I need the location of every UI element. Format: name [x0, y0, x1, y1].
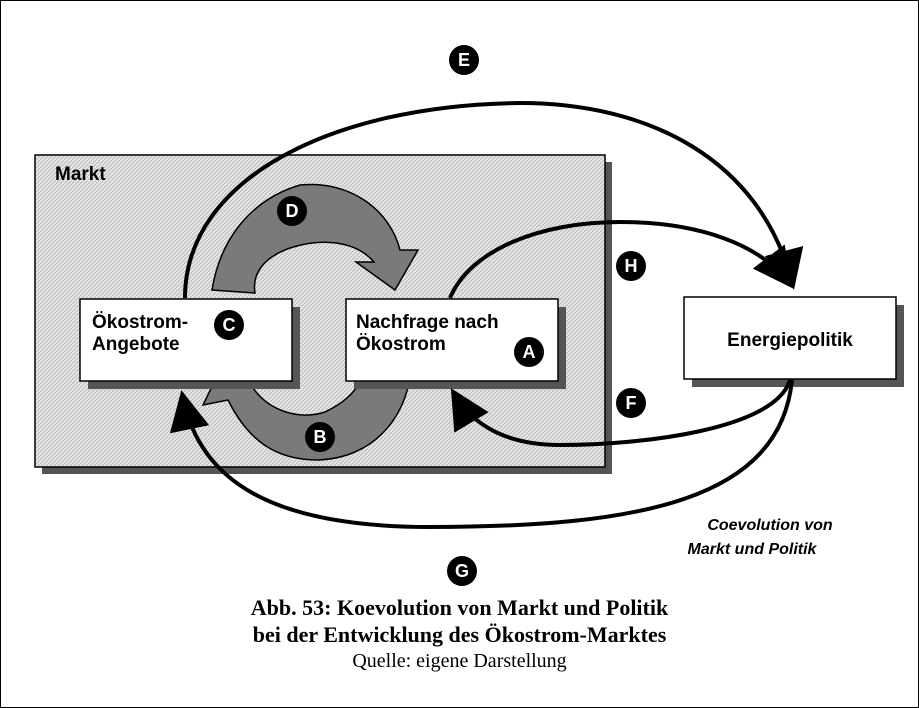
badge-f: F: [616, 388, 646, 418]
figure-caption: Abb. 53: Koevolution von Markt und Polit…: [0, 594, 919, 674]
badge-h: H: [616, 251, 646, 281]
badge-c: C: [214, 310, 244, 340]
svg-text:H: H: [625, 256, 638, 276]
policy-box: Energiepolitik: [683, 296, 904, 387]
caption-title-line1: Abb. 53: Koevolution von Markt und Polit…: [250, 595, 669, 620]
coevolution-note-line1: Coevolution von: [707, 517, 833, 534]
arrow-f: [450, 379, 792, 448]
caption-source: Quelle: eigene Darstellung: [352, 650, 567, 672]
svg-text:A: A: [523, 342, 536, 362]
svg-text:D: D: [286, 201, 299, 221]
cycle-arrow-top: [211, 183, 420, 294]
arrow-h: [448, 219, 793, 299]
badge-a: A: [514, 337, 544, 367]
badge-d: D: [277, 196, 307, 226]
svg-text:B: B: [314, 427, 327, 447]
demand-label-line2: Ökostrom: [356, 334, 446, 355]
market-label: Markt: [55, 164, 106, 185]
supply-label-line1: Ökostrom-: [92, 312, 188, 333]
svg-text:C: C: [223, 315, 236, 335]
caption-title-line2: bei der Entwicklung des Ökostrom-Marktes: [252, 622, 667, 647]
arrow-e: [183, 100, 804, 299]
coevolution-diagram: Markt Ökostrom- Angebote Nachfrage nach …: [34, 45, 904, 586]
supply-label-line2: Angebote: [92, 334, 180, 355]
badge-e: E: [449, 45, 479, 75]
policy-label: Energiepolitik: [727, 330, 853, 351]
svg-text:G: G: [455, 561, 469, 581]
supply-box: Ökostrom- Angebote: [79, 298, 300, 389]
coevolution-note-line2: Markt und Politik: [688, 541, 818, 558]
badge-g: G: [447, 556, 477, 586]
demand-label-line1: Nachfrage nach: [356, 312, 499, 333]
badge-b: B: [305, 422, 335, 452]
svg-text:F: F: [626, 393, 637, 413]
arrow-g: [169, 379, 794, 530]
svg-text:E: E: [458, 50, 470, 70]
